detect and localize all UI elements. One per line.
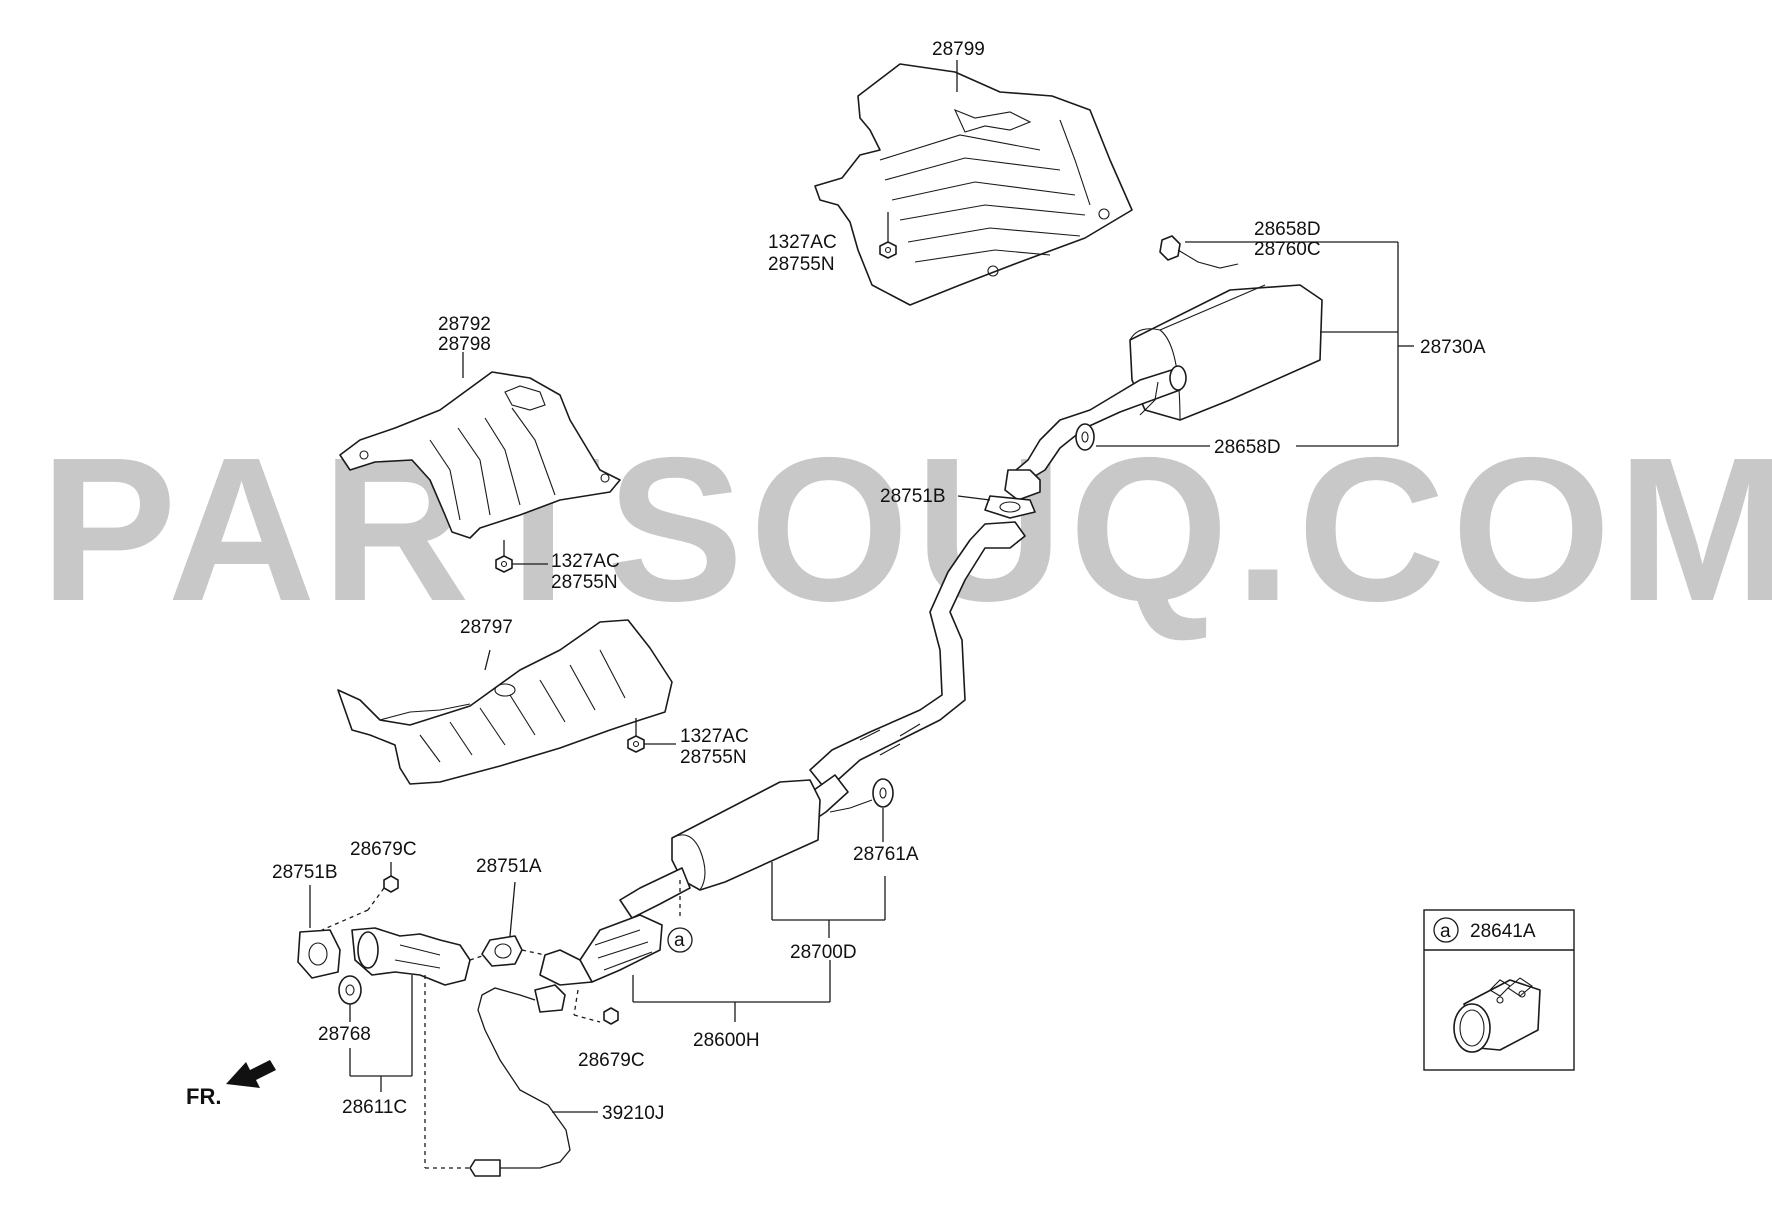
gasket-rear[interactable]	[984, 495, 1036, 519]
label-28730a: 28730A	[1420, 337, 1486, 358]
center-muffler[interactable]	[619, 779, 821, 919]
ref-marker-a: a	[674, 930, 685, 951]
label-28611c: 28611C	[342, 1097, 407, 1118]
label-1327ac-front: 1327AC	[680, 726, 749, 747]
label-28755n-front: 28755N	[680, 747, 747, 768]
label-28797: 28797	[460, 617, 513, 638]
gasket-mid[interactable]	[481, 935, 523, 967]
center-heat-shield[interactable]	[339, 371, 621, 539]
label-28792: 28792	[438, 314, 491, 335]
label-28768: 28768	[318, 1024, 371, 1045]
label-28658d-lower: 28658D	[1214, 437, 1281, 458]
label-28761a: 28761A	[853, 844, 919, 865]
nut-mid[interactable]	[495, 555, 513, 573]
label-28700d: 28700D	[790, 942, 857, 963]
label-1327ac-top: 1327AC	[768, 232, 837, 253]
label-28679c-lower: 28679C	[578, 1050, 645, 1071]
inset-clamp-box: a 28641A	[1423, 909, 1575, 1071]
inset-ref-a: a	[1440, 921, 1451, 942]
exhaust-manifold[interactable]	[351, 927, 471, 986]
nut-front[interactable]	[627, 735, 645, 753]
fr-label: FR.	[186, 1084, 221, 1109]
label-28799: 28799	[932, 39, 985, 60]
label-28641a: 28641A	[1470, 921, 1536, 942]
label-1327ac-mid: 1327AC	[551, 551, 620, 572]
label-28798: 28798	[438, 334, 491, 355]
hanger-rear-lower[interactable]	[1075, 381, 1159, 451]
label-39210j: 39210J	[602, 1103, 664, 1124]
fr-arrow-icon	[226, 1060, 276, 1088]
label-28760c: 28760C	[1254, 239, 1321, 260]
watermark-text: PARTSOUQ.COM	[40, 415, 1772, 644]
gasket-front[interactable]	[297, 929, 341, 979]
hanger-rear-upper[interactable]	[1159, 235, 1239, 269]
label-28751b-rear: 28751B	[880, 486, 946, 507]
label-28751b-front: 28751B	[272, 862, 338, 883]
front-heat-shield[interactable]	[337, 619, 673, 785]
o2-sensor[interactable]	[469, 984, 571, 1177]
label-28755n-mid: 28755N	[551, 572, 618, 593]
label-28679c: 28679C	[350, 839, 417, 860]
catalytic-converter[interactable]	[539, 914, 663, 986]
label-28755n-top: 28755N	[768, 254, 835, 275]
front-direction-indicator: FR.	[186, 1060, 276, 1109]
rear-heat-shield[interactable]	[814, 63, 1133, 306]
label-28600h: 28600H	[693, 1030, 760, 1051]
hanger-front[interactable]	[338, 975, 362, 1005]
rear-muffler[interactable]	[1004, 284, 1323, 501]
label-28658d-upper: 28658D	[1254, 219, 1321, 240]
nut-small[interactable]	[383, 875, 399, 893]
pipe-clamp[interactable]	[1453, 977, 1541, 1053]
nut-small-lower[interactable]	[603, 1007, 619, 1025]
nut-top[interactable]	[879, 241, 897, 259]
hanger-center[interactable]	[829, 778, 894, 813]
label-28751a: 28751A	[476, 856, 542, 877]
